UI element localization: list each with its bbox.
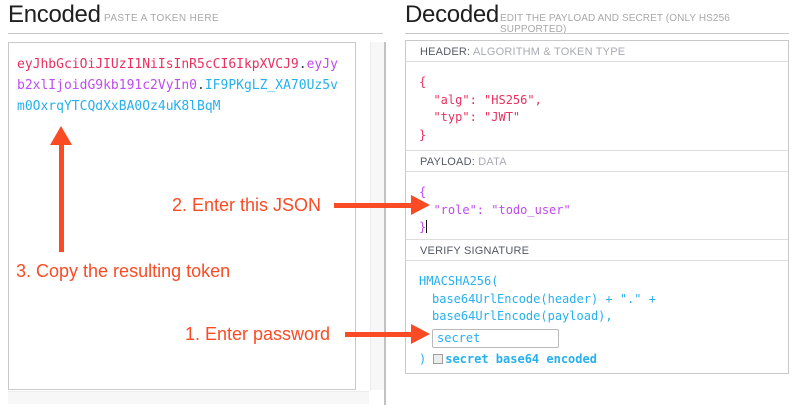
- annotation-step2: 2. Enter this JSON: [172, 195, 322, 215]
- token-signature-segment: IF9PKgLZ_XA70Uz5vm0OxrqYTCQdXxBA0Oz4uK8l…: [17, 78, 338, 114]
- encoded-panel-title: Encoded: [8, 1, 101, 28]
- encoded-header-rule: [8, 33, 383, 34]
- token-dot: .: [298, 57, 307, 72]
- jwt-token-text: eyJhbGciOiJIUzI1NiIsInR5cCI6IkpXVCJ9.eyJ…: [9, 43, 338, 117]
- payload-label-muted: DATA: [478, 156, 507, 168]
- payload-json-text: { "role": "todo_user" }: [419, 185, 571, 234]
- base64-encoded-checkbox-label[interactable]: secret base64 encoded: [445, 351, 597, 366]
- text-cursor: [426, 220, 428, 233]
- signature-section-label: VERIFY SIGNATURE: [406, 240, 788, 261]
- signature-section: HMACSHA256( base64UrlEncode(header) + ".…: [406, 261, 788, 371]
- token-payload-segment: eyJyb2xlIjoidG9kb191c2VyIn0: [17, 57, 338, 93]
- payload-json-editor[interactable]: { "role": "todo_user" }: [406, 172, 788, 240]
- signature-label: VERIFY SIGNATURE: [420, 245, 530, 257]
- base64-encoded-checkbox[interactable]: [433, 353, 444, 364]
- base64-payload-code-line: base64UrlEncode(payload),: [432, 309, 613, 323]
- header-label-strong: HEADER:: [420, 46, 471, 58]
- secret-right-arrow-icon: [345, 332, 412, 337]
- secret-input[interactable]: [432, 328, 559, 348]
- signature-close-row: ) secret base64 encoded: [406, 350, 788, 368]
- header-json-editor[interactable]: { "alg": "HS256", "typ": "JWT" }: [406, 62, 788, 151]
- encoded-panel-subtitle: PASTE A TOKEN HERE: [104, 13, 220, 24]
- payload-right-arrow-icon: [334, 203, 412, 208]
- up-arrow-icon: [59, 144, 64, 252]
- encoded-horizontal-scrollbar[interactable]: [8, 391, 369, 404]
- decoded-panel-subtitle: EDIT THE PAYLOAD AND SECRET (ONLY HS256 …: [500, 13, 730, 35]
- base64-header-code-line: base64UrlEncode(header) + "." +: [432, 291, 656, 306]
- closing-paren: ): [419, 351, 427, 366]
- hmac-code-line: HMACSHA256(: [419, 274, 499, 288]
- decoded-header-rule: [405, 33, 789, 34]
- annotation-step3: 3. Copy the resulting token: [16, 261, 231, 281]
- header-json: { "alg": "HS256", "typ": "JWT" }: [419, 75, 542, 142]
- annotation-step1: 1. Enter password: [185, 324, 331, 344]
- decoded-panel: HEADER: ALGORITHM & TOKEN TYPE { "alg": …: [405, 40, 789, 374]
- encoded-token-editor[interactable]: eyJhbGciOiJIUzI1NiIsInR5cCI6IkpXVCJ9.eyJ…: [8, 42, 356, 390]
- secret-right-arrow-head-icon: [411, 324, 430, 344]
- payload-section-label: PAYLOAD: DATA: [406, 151, 788, 172]
- header-label-muted: ALGORITHM & TOKEN TYPE: [472, 46, 626, 58]
- payload-json: { "role": "todo_user" }: [406, 172, 788, 237]
- panel-divider: [384, 42, 386, 405]
- encoded-vertical-scrollbar[interactable]: [370, 42, 384, 390]
- token-dot: .: [197, 78, 205, 93]
- header-section-label: HEADER: ALGORITHM & TOKEN TYPE: [406, 41, 788, 62]
- payload-right-arrow-head-icon: [411, 195, 430, 215]
- decoded-panel-title: Decoded: [405, 1, 499, 28]
- token-header-segment: eyJhbGciOiJIUzI1NiIsInR5cCI6IkpXVCJ9: [17, 57, 299, 72]
- payload-label-strong: PAYLOAD:: [420, 156, 475, 168]
- up-arrow-head-icon: [50, 126, 72, 145]
